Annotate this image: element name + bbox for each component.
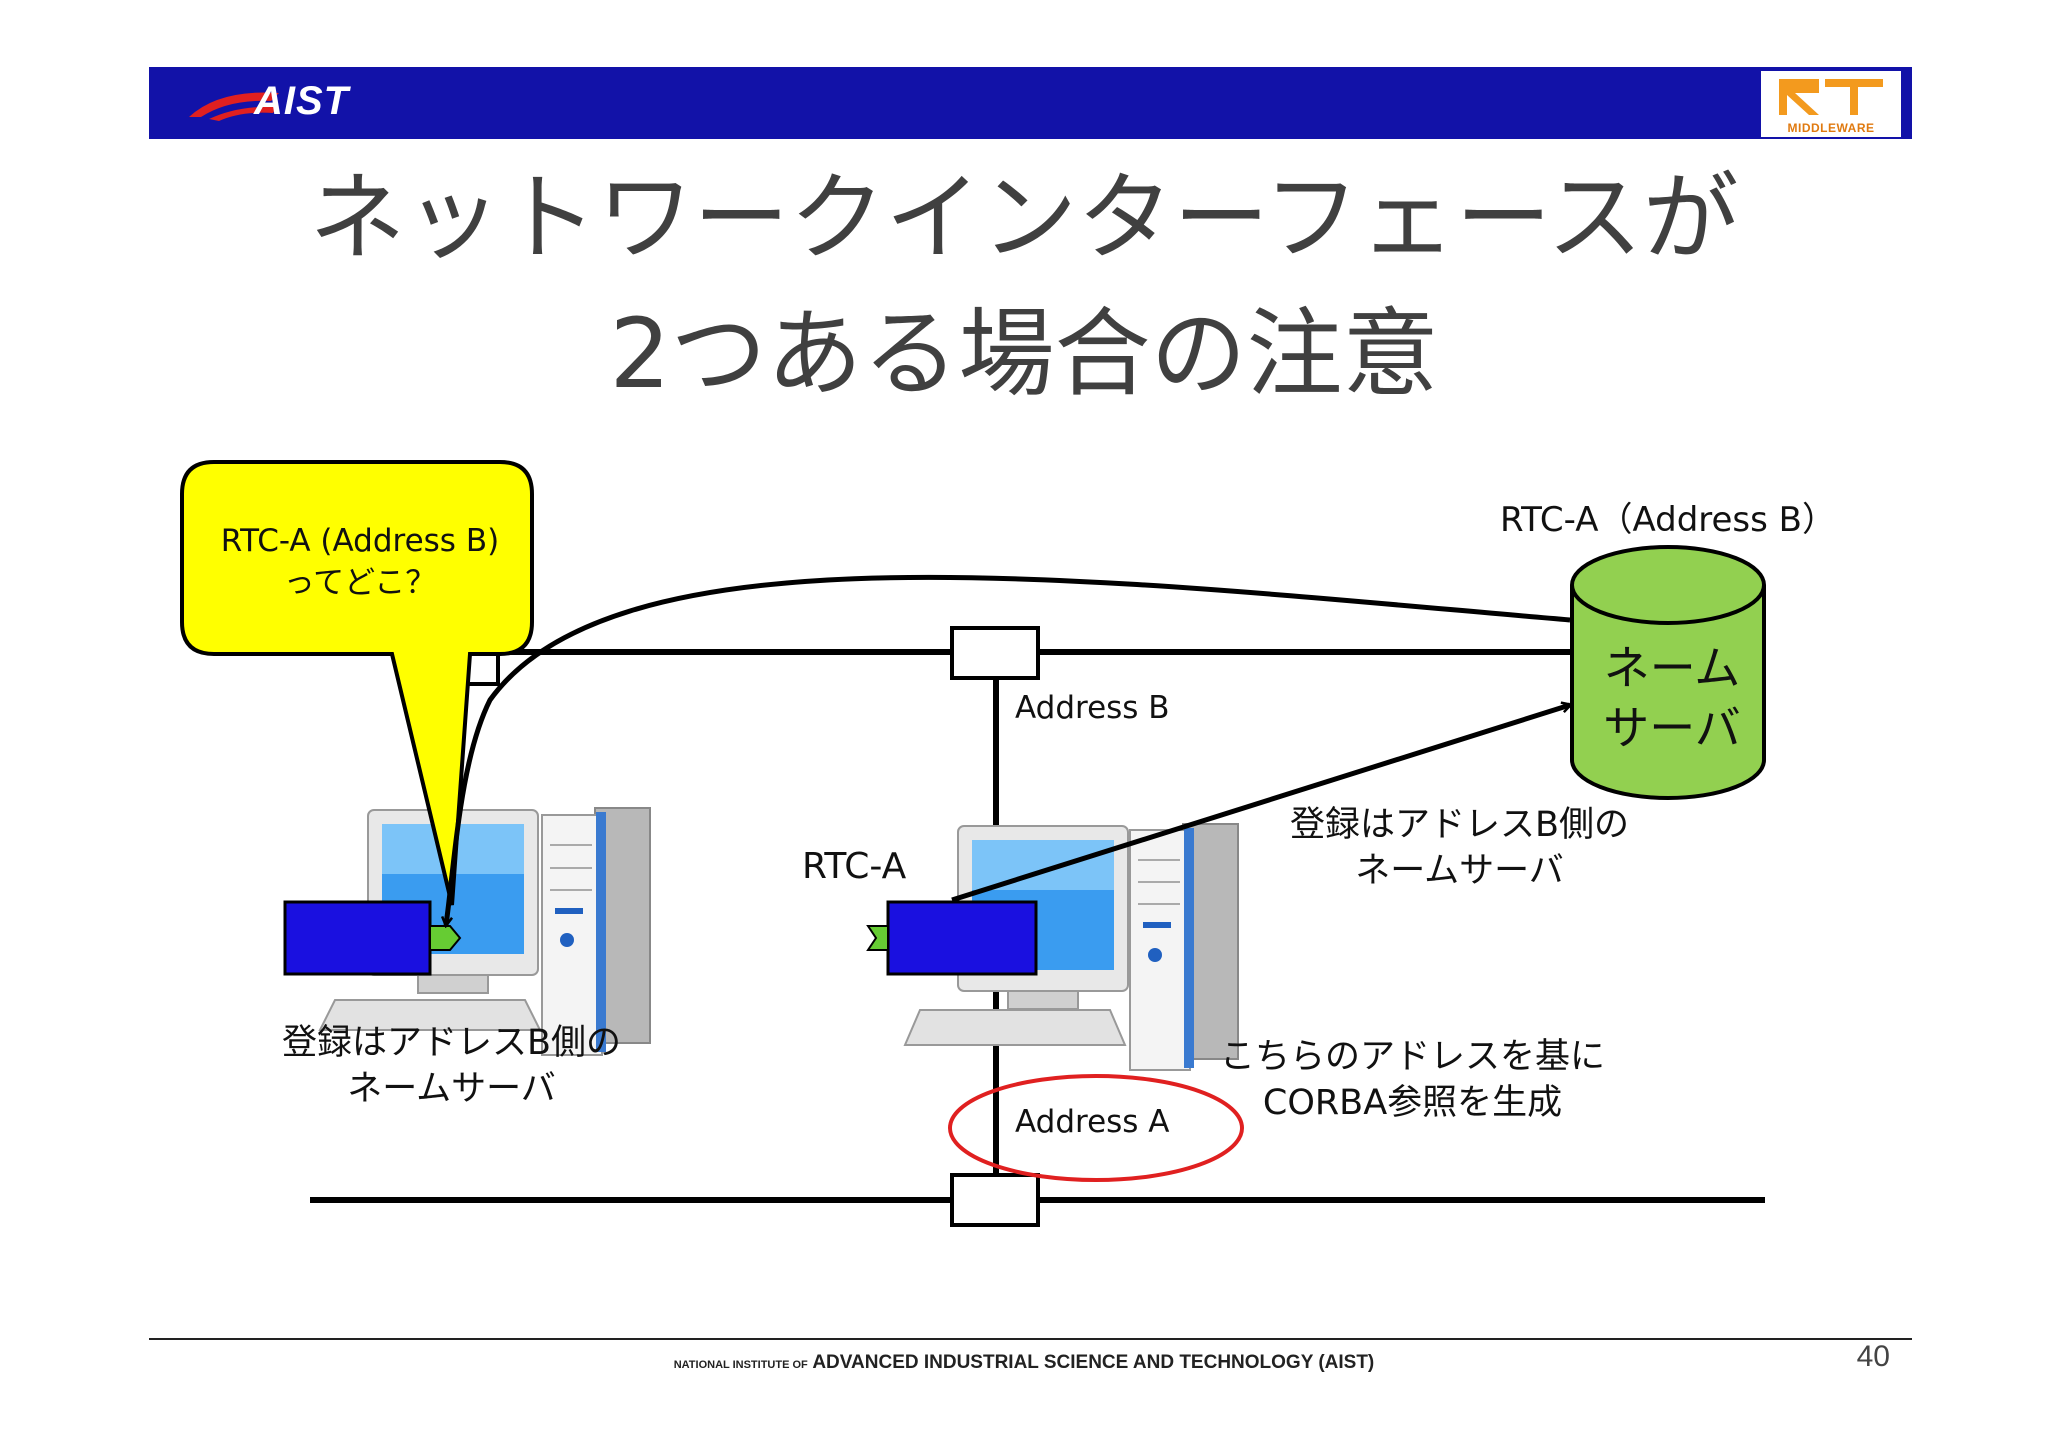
corba-note-line-1: こちらのアドレスを基に bbox=[1220, 1037, 1606, 1077]
interface-b-box bbox=[950, 626, 1040, 680]
footer-main-text: ADVANCED INDUSTRIAL SCIENCE AND TECHNOLO… bbox=[812, 1352, 1375, 1373]
name-server-line-2: サーバ bbox=[1603, 701, 1741, 755]
rt-middleware-logo: MIDDLEWARE bbox=[1761, 71, 1901, 137]
aist-logo-text: AIST bbox=[254, 79, 350, 123]
title-line-2: 2つある場合の注意 bbox=[609, 298, 1439, 410]
header-bar: AIST MIDDLEWARE bbox=[149, 67, 1912, 139]
name-server-cylinder bbox=[1570, 545, 1766, 800]
address-b-label: Address B bbox=[1015, 690, 1170, 726]
title-line-1: ネットワークインターフェースが bbox=[309, 162, 1739, 274]
address-a-highlight bbox=[948, 1074, 1244, 1182]
name-server-label: ネーム サーバ bbox=[1574, 638, 1770, 758]
left-register-note: 登録はアドレスB側の ネームサーバ bbox=[282, 1020, 621, 1112]
center-rtc-port-icon bbox=[866, 925, 889, 951]
rtc-a-label: RTC-A bbox=[802, 846, 907, 887]
right-note-line-2: ネームサーバ bbox=[1355, 851, 1564, 891]
left-note-line-2: ネームサーバ bbox=[347, 1069, 556, 1109]
callout-bubble bbox=[180, 460, 534, 906]
name-server-caption: RTC-A（Address B） bbox=[1500, 500, 1836, 540]
footer-divider bbox=[149, 1338, 1912, 1340]
center-rtc-component bbox=[886, 900, 1038, 976]
callout-text: RTC-A (Address B) ってどこ？ bbox=[190, 520, 530, 604]
name-server-line-1: ネーム bbox=[1603, 641, 1741, 695]
left-computer-icon bbox=[318, 807, 651, 1056]
rt-logo-subtitle: MIDDLEWARE bbox=[1787, 121, 1875, 135]
footer-small-prefix: NATIONAL INSTITUTE OF bbox=[673, 1359, 808, 1371]
callout-line-1: RTC-A (Address B) bbox=[220, 523, 500, 559]
right-note-line-1: 登録はアドレスB側の bbox=[1290, 805, 1630, 845]
register-arrow bbox=[951, 705, 1570, 903]
callout-line-2: ってどこ？ bbox=[283, 565, 437, 601]
lookup-arrow bbox=[446, 574, 1571, 925]
slide-title: ネットワークインターフェースが 2つある場合の注意 bbox=[0, 150, 2048, 422]
right-register-note: 登録はアドレスB側の ネームサーバ bbox=[1290, 802, 1629, 894]
left-rtc-component bbox=[283, 900, 432, 976]
rt-logo-icon bbox=[1779, 79, 1883, 115]
corba-note-line-2: CORBA参照を生成 bbox=[1262, 1083, 1563, 1123]
interface-a-box bbox=[950, 1173, 1040, 1227]
page-number: 40 bbox=[1856, 1340, 1890, 1373]
footer-institution: NATIONAL INSTITUTE OF ADVANCED INDUSTRIA… bbox=[0, 1352, 2048, 1374]
aist-logo-icon bbox=[189, 92, 279, 121]
left-note-line-1: 登録はアドレスB側の bbox=[282, 1023, 622, 1063]
corba-note: こちらのアドレスを基に CORBA参照を生成 bbox=[1220, 1034, 1605, 1126]
address-a-label: Address A bbox=[1015, 1104, 1170, 1140]
